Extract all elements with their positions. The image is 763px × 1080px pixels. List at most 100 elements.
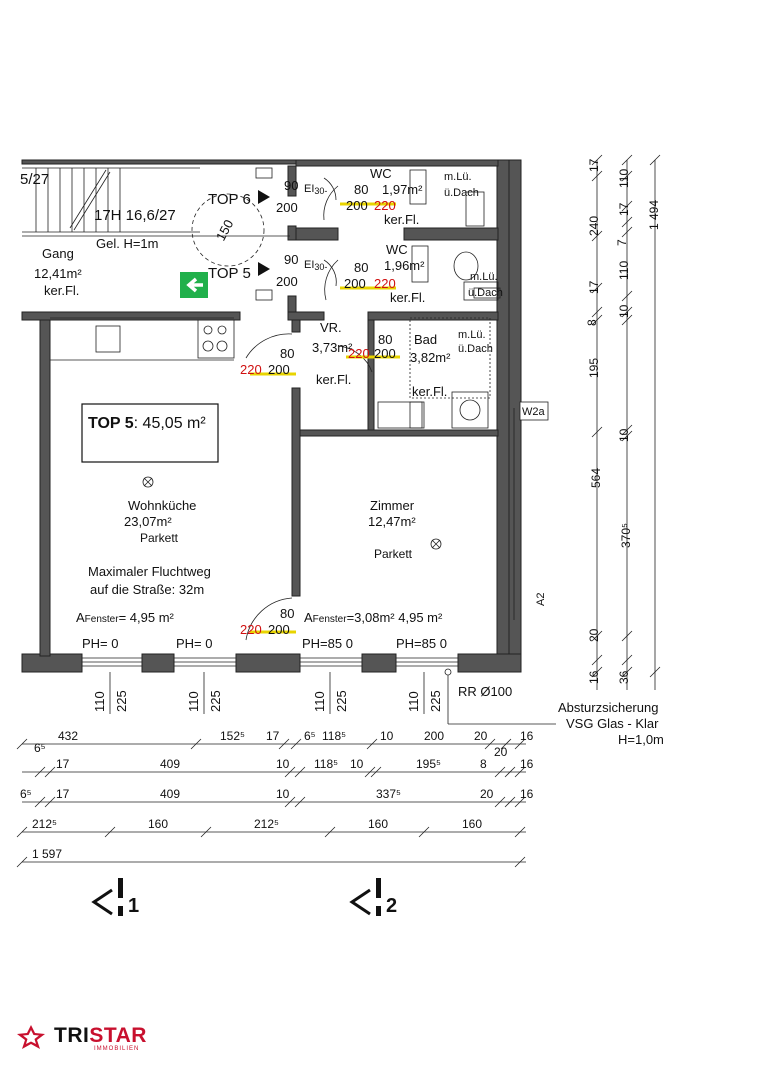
dim-tick [290, 738, 302, 750]
door-width-label: 90 [284, 178, 298, 193]
w2a-label: W2a [522, 406, 546, 418]
dim-tick [514, 796, 526, 808]
dim-tick [364, 766, 376, 778]
room-labels: 5/27 17H 16,6/27 Gel. H=1m TOP 6 TOP 5 1… [20, 166, 664, 747]
zimmer-door-width: 80 [280, 606, 294, 621]
wohn-area: 23,07m² [124, 514, 172, 529]
dim-tick [366, 738, 378, 750]
bad-vent2: ü.Dach [458, 343, 493, 355]
dim-tick [514, 738, 526, 750]
tristar-logo: TRISTAR IMMOBILIEN [14, 1024, 146, 1054]
dim-label: 20 [494, 745, 508, 759]
wc2-vent2: ü.Dach [468, 287, 503, 299]
ceiling-light-icon [142, 476, 154, 488]
wc1-door-width: 80 [354, 182, 368, 197]
bad-name: Bad [414, 332, 437, 347]
dim-label: 20 [587, 628, 601, 642]
dim-label: 20 [474, 729, 488, 743]
dim-tick [514, 766, 526, 778]
wc1-vent: m.Lü. [444, 171, 472, 183]
gang-floor: ker.Fl. [44, 283, 79, 298]
wohn-name: Wohnküche [128, 498, 196, 513]
dim-label: 17 [617, 202, 631, 216]
doors [50, 167, 556, 725]
zimmer-door-clear: 220 [240, 622, 262, 637]
dim-tick [621, 226, 633, 238]
staircase [22, 163, 296, 267]
dim-tick [284, 796, 296, 808]
dim-tick [494, 766, 506, 778]
dim-tick [34, 766, 46, 778]
door-highlights [250, 202, 400, 634]
dim-label: 16 [520, 787, 534, 801]
dim-label: 8 [480, 757, 487, 771]
bad-door-height: 200 [374, 346, 396, 361]
ph-label: PH=85 0 [302, 636, 353, 651]
wc2-area: 1,96m² [384, 258, 425, 273]
dim-tick [621, 654, 633, 666]
section-marker: 1 [91, 878, 139, 917]
dim-total: 1 597 [32, 847, 62, 861]
dim-label: 409 [160, 787, 180, 801]
dim-tick [621, 666, 633, 678]
dim-tick [621, 154, 633, 166]
dim-tick [621, 314, 633, 326]
wc1-vent2: ü.Dach [444, 187, 479, 199]
dim-total: 1 494 [647, 200, 661, 230]
dim-tick [504, 796, 516, 808]
dim-label: 17 [56, 757, 70, 771]
dim-tick [284, 766, 296, 778]
wohn-window-area: AFenster= 4,95 m² [76, 610, 175, 625]
dim-label: 370⁵ [619, 523, 633, 548]
dim-label: 240 [587, 216, 601, 236]
section-number: 2 [386, 895, 397, 917]
wc1-door-height: 200 [346, 198, 368, 213]
dim-label: 17 [56, 787, 70, 801]
dim-label: 17 [587, 158, 601, 172]
dim-label: 17 [587, 280, 601, 294]
horizontal-dimensions: 432 6⁵ 152⁵ 17 6⁵ 118⁵ 10 200 20 20 16 1… [16, 729, 534, 868]
window-height: 225 [428, 690, 443, 712]
dim-tick [190, 738, 202, 750]
dim-label: 337⁵ [376, 787, 401, 801]
dim-tick [649, 154, 661, 166]
dim-label: 16 [520, 729, 534, 743]
window-width: 110 [92, 691, 107, 712]
window-dimensions: 110 225 110 225 110 225 110 225 [92, 672, 443, 714]
a2-label: A2 [535, 593, 547, 606]
dim-tick [621, 170, 633, 182]
vr-door-width: 80 [280, 346, 294, 361]
wc2-door-clear: 220 [374, 276, 396, 291]
door-height-label: 200 [276, 274, 298, 289]
window-width: 110 [186, 691, 201, 712]
dim-tick [500, 738, 512, 750]
dim-tick [591, 154, 603, 166]
dim-label: 16 [587, 670, 601, 684]
dim-label: 212⁵ [32, 817, 57, 831]
gang-name: Gang [42, 246, 74, 261]
dim-label: 10 [276, 787, 290, 801]
dim-tick [514, 826, 526, 838]
window-height: 225 [114, 690, 129, 712]
bad-door-width: 80 [378, 332, 392, 347]
dim-label: 160 [462, 817, 482, 831]
logo-subtitle: IMMOBILIEN [94, 1046, 140, 1052]
dim-tick [621, 430, 633, 442]
bad-door-clear: 220 [348, 346, 370, 361]
dim-label: 10 [276, 757, 290, 771]
section-marker: 2 [349, 878, 397, 917]
dim-label: 17 [266, 729, 280, 743]
window-width: 110 [406, 691, 421, 712]
dim-label: 110 [617, 261, 631, 280]
logo-wordmark: TRISTAR [54, 1024, 147, 1047]
exit-sign-icon [180, 272, 208, 298]
dim-label: 564 [589, 468, 603, 488]
dim-tick [591, 230, 603, 242]
dim-label: 6⁵ [34, 741, 46, 755]
escape-route-1: Maximaler Fluchtweg [88, 564, 211, 579]
dim-tick [591, 666, 603, 678]
bad-area: 3,82m² [410, 350, 451, 365]
dim-tick [621, 630, 633, 642]
dim-tick [591, 630, 603, 642]
dim-tick [200, 826, 212, 838]
